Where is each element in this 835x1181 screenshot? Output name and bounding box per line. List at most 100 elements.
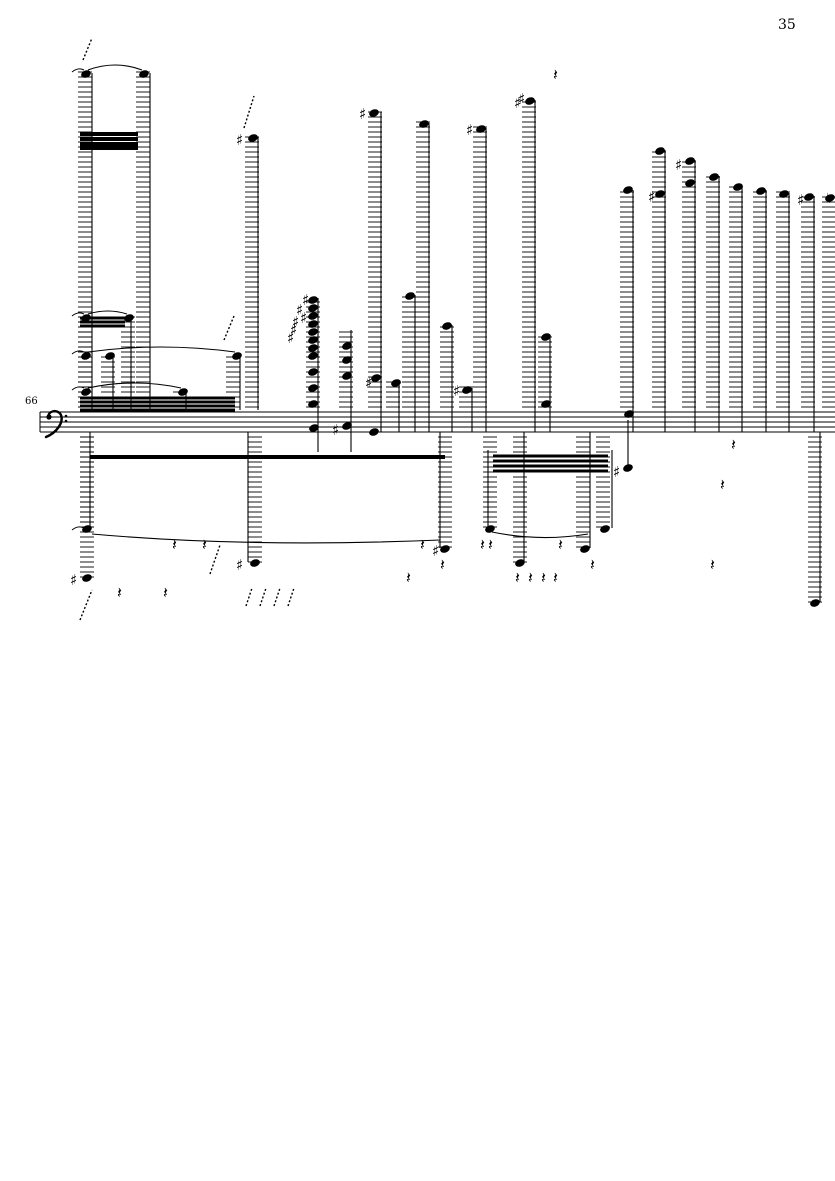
sharp-sign: ♯ bbox=[648, 188, 655, 206]
notehead bbox=[342, 356, 352, 364]
notehead bbox=[391, 379, 401, 387]
notehead bbox=[419, 120, 429, 128]
quarter-rest: 𝄽 bbox=[541, 568, 546, 587]
notehead bbox=[308, 344, 318, 352]
measure-number: 66 bbox=[25, 396, 38, 407]
noteheads bbox=[81, 70, 835, 607]
sharp-sign: ♯ bbox=[236, 131, 243, 149]
natural-sign: ♮ bbox=[826, 191, 831, 207]
notehead bbox=[308, 400, 318, 408]
notehead bbox=[308, 368, 318, 376]
notehead bbox=[623, 186, 633, 194]
notehead bbox=[342, 372, 352, 380]
notehead bbox=[580, 545, 590, 553]
notehead bbox=[779, 190, 789, 198]
quarter-rest: 𝄽 bbox=[420, 535, 425, 554]
sharp-sign: ♯ bbox=[453, 382, 460, 400]
notehead bbox=[308, 304, 318, 312]
ornament-flourish bbox=[79, 589, 93, 621]
rests: 𝄽𝄽𝄽𝄽𝄽𝄽𝄽𝄽𝄽𝄽𝄽𝄽𝄽𝄽𝄽𝄽𝄽𝄽𝄽 bbox=[79, 37, 736, 621]
notehead bbox=[308, 296, 318, 304]
page-number: 35 bbox=[778, 17, 796, 33]
ornament-flourish bbox=[82, 37, 93, 61]
tie bbox=[87, 64, 143, 71]
notehead bbox=[485, 525, 495, 533]
quarter-rest: 𝄽 bbox=[202, 535, 207, 554]
ornament-flourish bbox=[259, 587, 267, 607]
quarter-rest: 𝄽 bbox=[553, 568, 558, 587]
notehead bbox=[308, 384, 318, 392]
note-stems bbox=[89, 73, 821, 602]
tie bbox=[87, 382, 182, 389]
tie bbox=[87, 346, 236, 353]
sharp-sign: ♯ bbox=[236, 556, 243, 574]
notehead bbox=[81, 388, 91, 396]
notehead bbox=[515, 559, 525, 567]
notehead bbox=[756, 187, 766, 195]
notehead bbox=[733, 183, 743, 191]
notehead bbox=[308, 320, 318, 328]
notehead bbox=[442, 322, 452, 330]
ties-and-slurs bbox=[71, 64, 589, 544]
quarter-rest: 𝄽 bbox=[117, 583, 122, 602]
notehead bbox=[248, 134, 258, 142]
ornament-flourish bbox=[273, 587, 281, 607]
quarter-rest: 𝄽 bbox=[515, 568, 520, 587]
notehead bbox=[178, 388, 188, 396]
tie bbox=[71, 386, 85, 391]
notehead bbox=[804, 193, 814, 201]
tie bbox=[71, 68, 85, 73]
ornament-flourish bbox=[209, 544, 221, 575]
quarter-rest: 𝄽 bbox=[553, 65, 558, 84]
notehead bbox=[525, 97, 535, 105]
notehead bbox=[308, 328, 318, 336]
notehead bbox=[139, 70, 149, 78]
ornament-flourish bbox=[243, 95, 255, 129]
notehead bbox=[655, 190, 665, 198]
quarter-rest: 𝄽 bbox=[406, 568, 411, 587]
notehead bbox=[709, 173, 719, 181]
bass-clef-icon bbox=[44, 410, 68, 439]
ornament-flourish bbox=[245, 587, 253, 607]
notehead bbox=[81, 352, 91, 360]
sharp-sign: ♯ bbox=[613, 463, 620, 481]
notehead bbox=[81, 314, 91, 322]
ornament-flourish bbox=[223, 315, 235, 341]
notehead bbox=[124, 314, 134, 322]
notehead bbox=[685, 179, 695, 187]
notehead bbox=[308, 336, 318, 344]
sharp-sign: ♯ bbox=[332, 421, 339, 439]
notehead bbox=[369, 428, 379, 436]
tie bbox=[71, 312, 85, 317]
notehead bbox=[624, 410, 634, 418]
sharp-sign: ♯ bbox=[292, 313, 299, 331]
sharp-sign: ♯ bbox=[432, 542, 439, 560]
tie bbox=[71, 350, 85, 355]
notehead bbox=[825, 194, 835, 202]
notehead bbox=[250, 559, 260, 567]
notehead bbox=[308, 352, 318, 360]
quarter-rest: 𝄽 bbox=[731, 435, 736, 454]
notehead bbox=[342, 422, 352, 430]
notehead bbox=[308, 312, 318, 320]
quarter-rest: 𝄽 bbox=[528, 568, 533, 587]
quarter-rest: 𝄽 bbox=[720, 475, 725, 494]
notehead bbox=[655, 147, 665, 155]
staff bbox=[40, 411, 835, 433]
notehead bbox=[541, 333, 551, 341]
quarter-rest: 𝄽 bbox=[172, 535, 177, 554]
sharp-sign: ♯ bbox=[290, 321, 297, 339]
notehead bbox=[476, 125, 486, 133]
sharp-sign: ♯ bbox=[302, 291, 309, 309]
notehead bbox=[810, 599, 820, 607]
notehead bbox=[541, 400, 551, 408]
notehead bbox=[405, 292, 415, 300]
notehead bbox=[309, 424, 319, 432]
notehead bbox=[462, 386, 472, 394]
tie bbox=[71, 526, 85, 531]
quarter-rest: 𝄽 bbox=[163, 583, 168, 602]
notehead bbox=[369, 109, 379, 117]
ledger-lines bbox=[78, 71, 835, 603]
quarter-rest: 𝄽 bbox=[558, 535, 563, 554]
